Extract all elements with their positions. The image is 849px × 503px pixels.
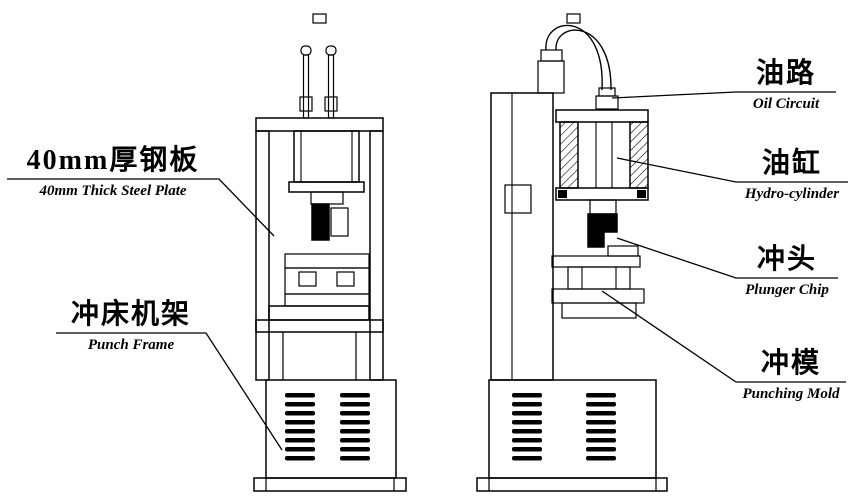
leader-punching-mold <box>601 290 846 383</box>
label-hydro-cylinder-zh: 油缸 <box>761 148 822 179</box>
cylinder-wall-left <box>559 121 579 189</box>
leader-steel-plate <box>7 178 275 237</box>
worktable-front <box>255 305 384 380</box>
oil-hose <box>540 24 619 110</box>
label-oil-circuit: 油路 Oil Circuit <box>736 57 836 113</box>
cylinder-front <box>288 130 365 241</box>
label-steel-plate-en: 40mm Thick Steel Plate <box>39 183 187 199</box>
leader-punch-frame <box>56 332 283 451</box>
label-punch-frame: 冲床机架 Punch Frame <box>56 298 206 354</box>
label-plunger-chip-en: Plunger Chip <box>745 282 829 298</box>
label-punching-mold-zh: 冲模 <box>760 348 821 379</box>
leader-hydro-cylinder <box>616 157 848 183</box>
label-plunger-chip: 冲头 Plunger Chip <box>736 243 838 299</box>
top-steel-plate <box>255 117 384 132</box>
label-steel-plate: 40mm厚钢板 40mm Thick Steel Plate <box>7 144 219 200</box>
die-set-front <box>284 253 370 307</box>
label-oil-circuit-zh: 油路 <box>755 58 816 89</box>
hydro-cylinder <box>555 109 649 201</box>
lifting-lug <box>566 13 581 24</box>
leader-oil-circuit <box>611 91 836 99</box>
tie-rods <box>299 45 338 119</box>
c-frame-column <box>490 60 565 381</box>
plunger-chip <box>587 213 618 248</box>
label-hydro-cylinder: 油缸 Hydro-cylinder <box>736 147 848 203</box>
punching-mold <box>551 245 645 319</box>
ram <box>311 203 330 241</box>
base-front <box>253 379 407 492</box>
plunger <box>587 199 618 248</box>
label-hydro-cylinder-en: Hydro-cylinder <box>744 186 840 202</box>
frame-columns <box>255 130 384 381</box>
label-plunger-chip-zh: 冲头 <box>756 244 817 275</box>
vent-slots-side <box>512 393 616 461</box>
label-steel-plate-zh: 40mm厚钢板 <box>26 145 200 176</box>
base-side <box>476 379 668 492</box>
label-punching-mold: 冲模 Punching Mold <box>736 347 846 403</box>
lifting-lug <box>312 13 327 24</box>
cylinder-wall-right <box>629 121 649 189</box>
leader-plunger-chip <box>616 237 838 279</box>
label-punch-frame-en: Punch Frame <box>87 337 175 353</box>
leader-lines <box>7 91 848 451</box>
machine-front-view <box>253 13 407 492</box>
label-punching-mold-en: Punching Mold <box>742 386 840 402</box>
label-oil-circuit-en: Oil Circuit <box>752 96 820 112</box>
label-punch-frame-zh: 冲床机架 <box>70 299 191 330</box>
vent-slots-front <box>285 393 370 461</box>
machine-side-view <box>476 13 668 492</box>
